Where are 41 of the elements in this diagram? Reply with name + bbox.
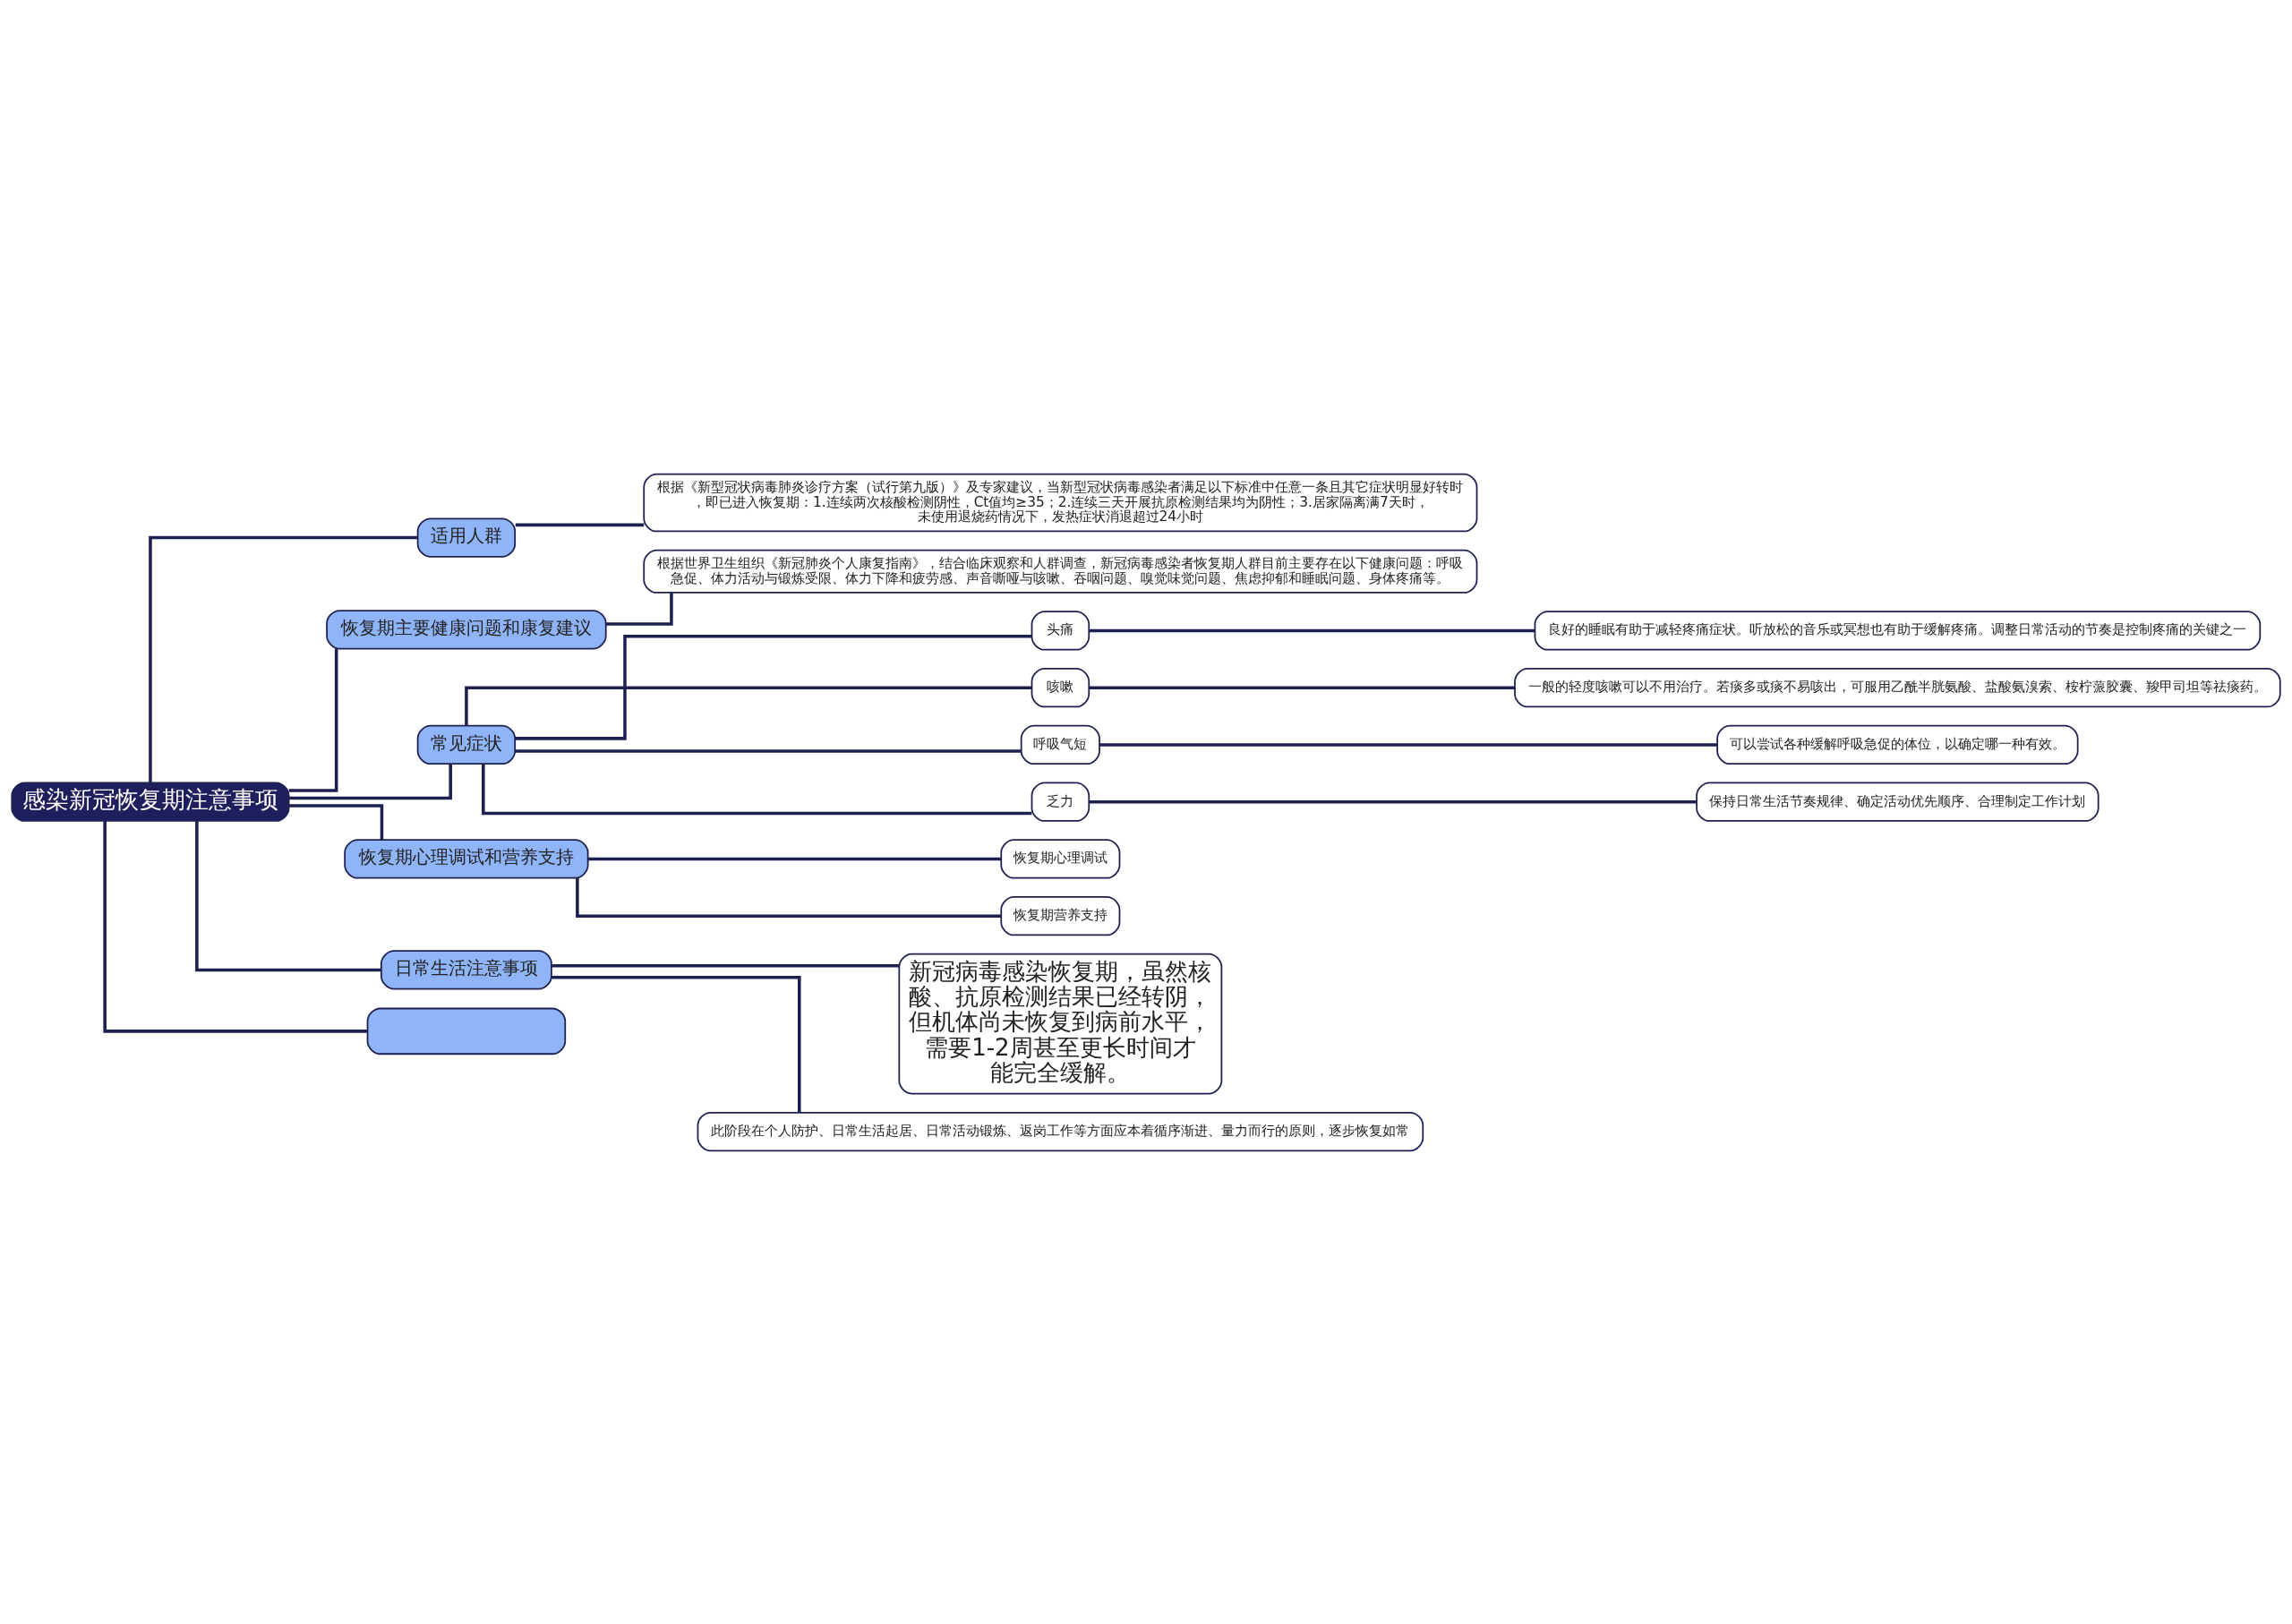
node-box: 咳嗽 bbox=[1031, 667, 1090, 707]
connector bbox=[465, 685, 1032, 725]
connector bbox=[482, 763, 1032, 815]
connector bbox=[288, 803, 384, 840]
connector bbox=[576, 877, 1002, 918]
connector bbox=[1089, 628, 1535, 632]
node-box: 乏力 bbox=[1031, 782, 1090, 822]
connector bbox=[551, 963, 900, 967]
node-box: 适用人群 bbox=[416, 517, 517, 558]
connector bbox=[149, 535, 418, 782]
node-box: 头痛 bbox=[1031, 610, 1090, 651]
connector bbox=[1089, 799, 1697, 803]
node-box: 保持日常生活节奏规律、确定活动优先顺序、合理制定工作计划 bbox=[1696, 782, 2100, 822]
connector bbox=[515, 523, 645, 526]
connector bbox=[515, 748, 1022, 753]
node-box: 良好的睡眠有助于减轻疼痛症状。听放松的音乐或冥想也有助于缓解疼痛。调整日常活动的节奏是控制疼痛的关键之一 bbox=[1534, 610, 2262, 651]
connector bbox=[1099, 742, 1717, 747]
node-box: 恢复期营养支持 bbox=[1000, 895, 1121, 936]
connector bbox=[552, 975, 801, 1113]
connector bbox=[1089, 685, 1515, 689]
node-box: 此阶段在个人防护、日常生活起居、日常活动锻炼、返岗工作等方面应本着循序渐进、量力而行的原则，逐步恢复如常 bbox=[697, 1111, 1424, 1151]
connector bbox=[288, 763, 452, 799]
node-box: 恢复期心理调试和营养支持 bbox=[344, 838, 589, 879]
node-box: 感染新冠恢复期注意事项 bbox=[11, 782, 290, 822]
node-box: 一般的轻度咳嗽可以不用治疗。若痰多或痰不易咳出，可服用乙酰半胱氨酸、盐酸氨溴索、桉柠蒎胶囊、羧甲司坦等祛痰药。 bbox=[1514, 667, 2281, 707]
connector bbox=[195, 820, 381, 971]
connector bbox=[515, 634, 1032, 740]
node-box: 常见症状 bbox=[416, 724, 517, 765]
node-box: 根据《新型冠状病毒肺炎诊疗方案（试行第九版）》及专家建议，当新型冠状病毒感染者满足以下标准中任意一条且其它症状明显好转时，即已进入恢复期：1.连续两次核酸检测阴性，Ct值均≥35；2.连续三天开展抗原检测结果均为阴性；3.居家隔离满7天时，未使用退烧药情况下，发热症状消退超过24小时 bbox=[643, 473, 1478, 532]
node-box: 呼吸气短 bbox=[1020, 724, 1100, 765]
node-box bbox=[366, 1007, 567, 1055]
connector bbox=[587, 857, 1001, 860]
node-box: 日常生活注意事项 bbox=[381, 949, 552, 990]
connector bbox=[605, 592, 673, 626]
node-box: 可以尝试各种缓解呼吸急促的体位，以确定哪一种有效。 bbox=[1716, 724, 2079, 765]
connector bbox=[288, 648, 338, 792]
connector bbox=[103, 820, 368, 1033]
node-box: 恢复期主要健康问题和康复建议 bbox=[326, 609, 607, 649]
node-box: 恢复期心理调试 bbox=[1000, 838, 1121, 879]
node-box: 新冠病毒感染恢复期，虽然核酸、抗原检测结果已经转阴，但机体尚未恢复到病前水平，需要1-2周甚至更长时间才能完全缓解。 bbox=[898, 953, 1223, 1094]
node-box: 根据世界卫生组织《新冠肺炎个人康复指南》，结合临床观察和人群调查，新冠病毒感染者恢复期人群目前主要存在以下健康问题：呼吸急促、体力活动与锻炼受限、体力下降和疲劳感、声音嘶哑与咳嗽、吞咽问题、嗅觉味觉问题、焦虑抑郁和睡眠问题、身体疼痛等。 bbox=[643, 549, 1478, 594]
